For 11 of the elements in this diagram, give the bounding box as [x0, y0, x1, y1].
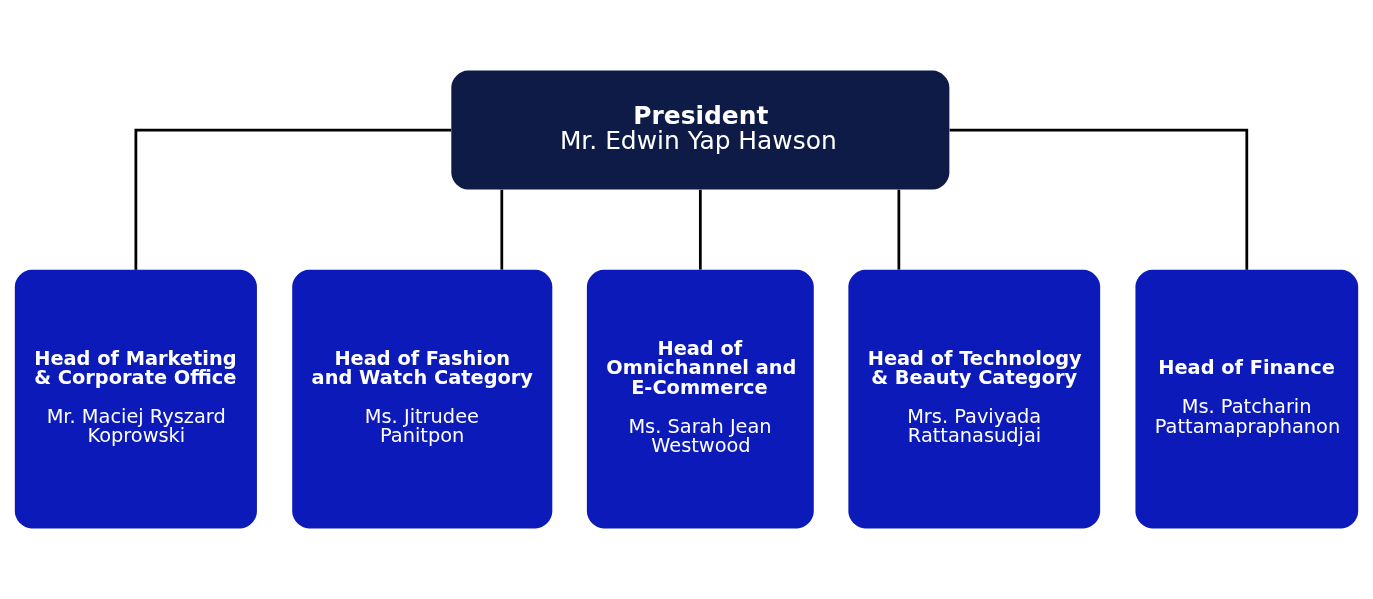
- connector: [500, 189, 504, 270]
- node-box: Head of Finance Ms. Patcharin Pattamapraphanon: [1135, 269, 1359, 529]
- node-box: President Mr. Edwin Yap Hawson: [451, 70, 950, 190]
- connector: [949, 128, 1249, 270]
- connector: [897, 189, 901, 270]
- node-box: Head of Technology & Beauty Category Mrs. Paviyada Rattanasudjai: [848, 269, 1101, 529]
- node-box: Head of Marketing & Corporate Office Mr. Maciej Ryszard Koprowski: [14, 269, 257, 529]
- connector: [134, 128, 452, 270]
- connector: [698, 189, 702, 270]
- node-box: Head of Fashion and Watch Category Ms. Jitrudee Panitpon: [292, 269, 553, 529]
- node-box: Head of Omnichannel and E-Commerce Ms. Sarah Jean Westwood: [586, 269, 814, 529]
